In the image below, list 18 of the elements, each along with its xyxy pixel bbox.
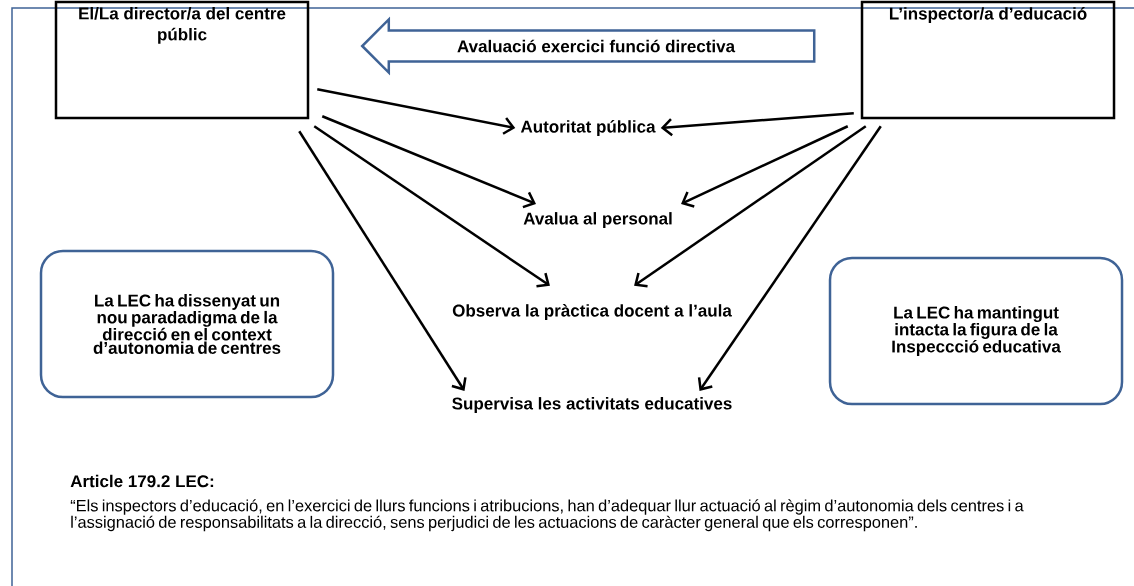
function-text: Observa la pràctica docent a l’aula: [452, 304, 732, 320]
arrow: [298, 130, 467, 391]
function-text: Supervisa les activitats educatives: [452, 397, 732, 413]
arrow: [681, 125, 849, 208]
article-heading: Article 179.2 LEC:: [70, 474, 214, 488]
arrow: [313, 125, 550, 288]
quote-paragraph: “Els inspectors d’educació, en l’exercici de llurs funcions i atribucions, han d’adequar llur actuació al règim d’autonomia dels centres i a l’assignació de responsabilitats a la direcció, sens perjudici de les actuacions de caràcter general que els corresponen”.: [70, 499, 1024, 532]
arrow: [321, 115, 536, 209]
actor-box: El/La director/a del centre públic: [54, 0, 310, 120]
note-box: La LEC ha dissenyat un nou paradadigma de la direcció en el context d’autonomia de centres: [39, 249, 335, 399]
note-box: La LEC ha mantingut intacta la figura de la Inspeccció educativa: [828, 256, 1124, 406]
arrow: [697, 125, 882, 391]
arrow: [634, 125, 867, 288]
function-text: Avalua al personal: [523, 212, 672, 228]
arrow: [317, 88, 516, 135]
function-text: Autoritat pública: [520, 120, 656, 136]
actor-box: L’inspector/a d’educació: [860, 0, 1116, 120]
arrow: [660, 112, 854, 137]
